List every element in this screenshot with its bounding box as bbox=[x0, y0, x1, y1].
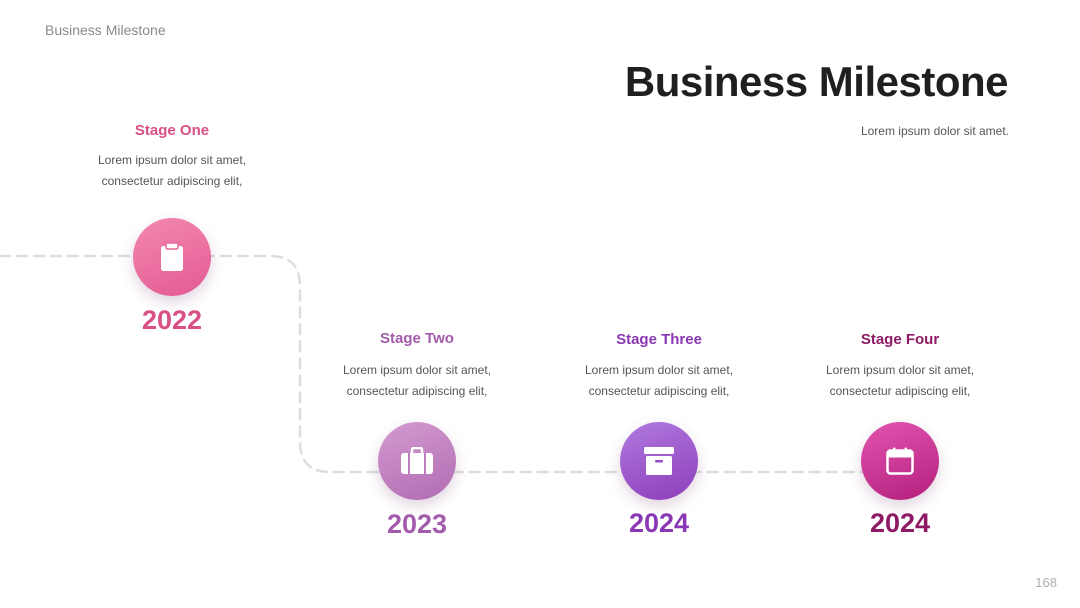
stage-four-title: Stage Four bbox=[860, 331, 940, 348]
stage-three-description: Lorem ipsum dolor sit amet, consectetur … bbox=[549, 360, 769, 402]
stage-two-node bbox=[378, 422, 456, 500]
stage-one-year: 2022 bbox=[141, 305, 203, 335]
stage-one-desc-line1: Lorem ipsum dolor sit amet, bbox=[97, 153, 247, 167]
page-number: 168 bbox=[1035, 575, 1057, 590]
slide-title: Business Milestone bbox=[624, 58, 1009, 105]
stage-three-desc-line1: Lorem ipsum dolor sit amet, bbox=[584, 363, 734, 377]
stage-one-title: Stage One bbox=[134, 122, 210, 139]
stage-four-year: 2024 bbox=[869, 508, 931, 538]
stage-one-desc-line2: consectetur adipiscing elit, bbox=[101, 174, 243, 188]
stage-four-description: Lorem ipsum dolor sit amet, consectetur … bbox=[790, 360, 1010, 402]
clipboard-icon bbox=[161, 242, 183, 271]
stage-one-node bbox=[133, 218, 211, 296]
header-label: Business Milestone bbox=[45, 22, 166, 38]
stage-three-desc-line2: consectetur adipiscing elit, bbox=[588, 384, 730, 398]
stage-two-description: Lorem ipsum dolor sit amet, consectetur … bbox=[307, 360, 527, 402]
stage-four-desc-line2: consectetur adipiscing elit, bbox=[829, 384, 971, 398]
stage-three-title: Stage Three bbox=[616, 331, 702, 348]
stage-two-title: Stage Two bbox=[380, 330, 454, 347]
briefcase-icon bbox=[401, 447, 433, 474]
stage-two-desc-line2: consectetur adipiscing elit, bbox=[346, 384, 488, 398]
stage-two-year: 2023 bbox=[386, 509, 448, 539]
stage-three-node bbox=[620, 422, 698, 500]
archive-box-icon bbox=[644, 447, 674, 475]
calendar-icon bbox=[886, 447, 914, 475]
stage-one-description: Lorem ipsum dolor sit amet, consectetur … bbox=[62, 150, 282, 192]
stage-two-desc-line1: Lorem ipsum dolor sit amet, bbox=[342, 363, 492, 377]
slide-subtitle: Lorem ipsum dolor sit amet. bbox=[860, 124, 1009, 138]
stage-four-node bbox=[861, 422, 939, 500]
stage-four-desc-line1: Lorem ipsum dolor sit amet, bbox=[825, 363, 975, 377]
stage-three-year: 2024 bbox=[628, 508, 690, 538]
